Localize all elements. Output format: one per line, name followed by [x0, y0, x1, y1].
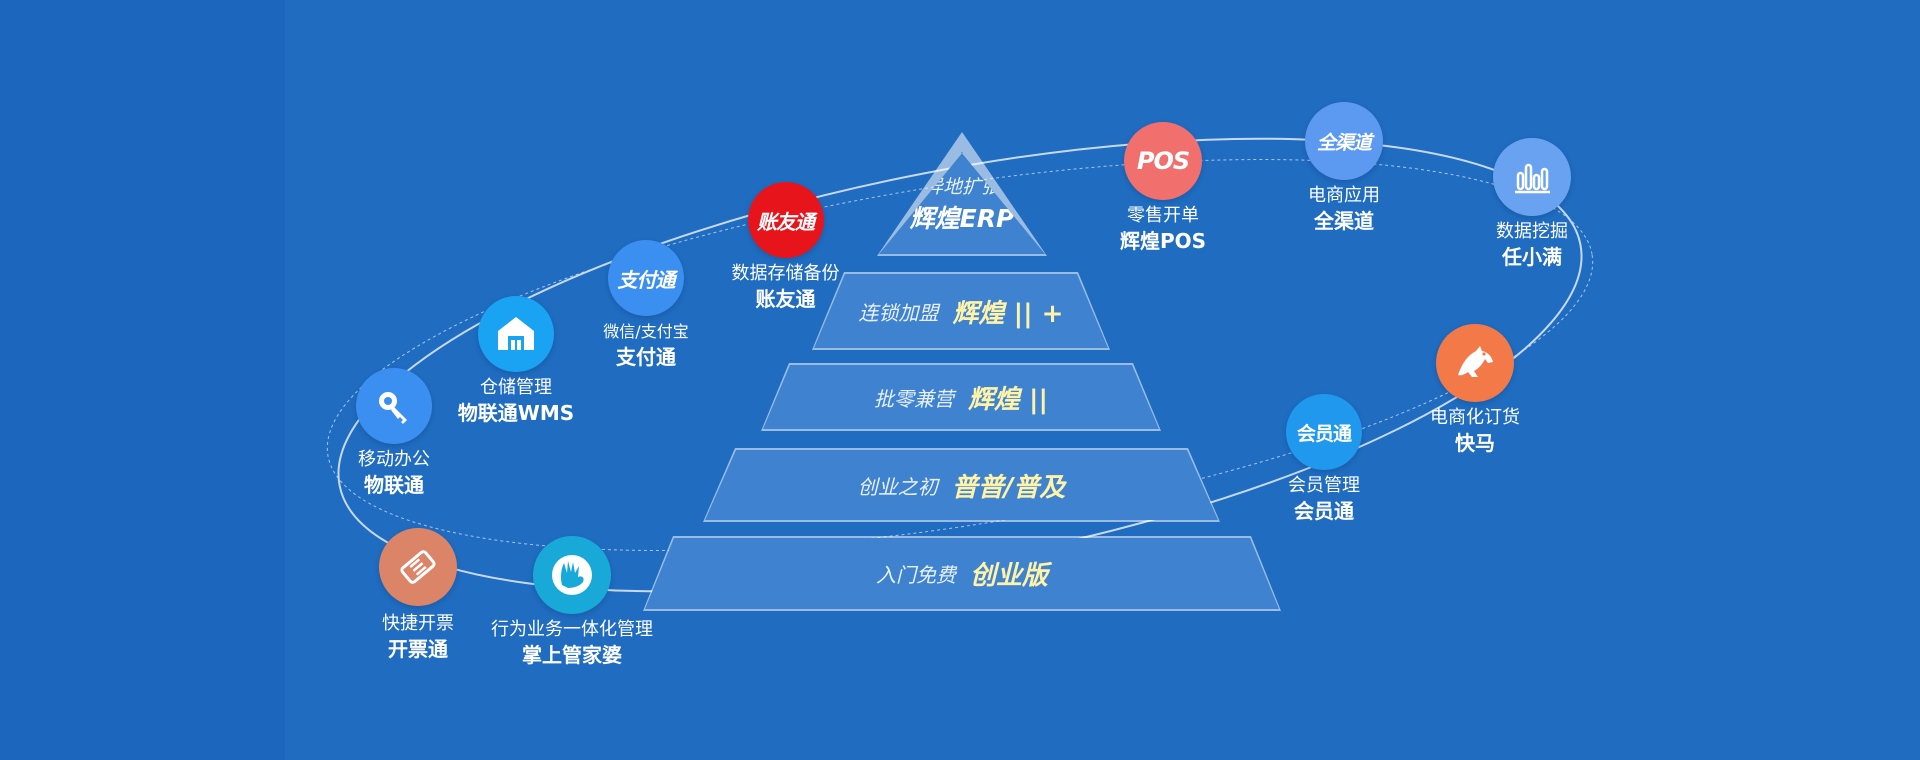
product-renxiaoman[interactable]: 数据挖掘 任小满 [1478, 138, 1586, 270]
pyramid-tier-3: 批零兼营 辉煌 || [761, 363, 1161, 431]
horse-icon [1436, 324, 1514, 402]
product-zhangshangguanjiapo[interactable]: 行为业务一体化管理 掌上管家婆 [482, 536, 662, 668]
kuaima-sub: 电商化订货 [1430, 407, 1520, 428]
quanqudao-logo: 全渠道 [1305, 102, 1383, 180]
huiyuantong-main: 会员通 [1294, 499, 1354, 523]
pyramid-tier-4: 创业之初 普普/普及 [703, 448, 1220, 522]
kaipiaotong-sub: 快捷开票 [382, 613, 454, 634]
tier-1-sub: 异地扩张 [923, 175, 1000, 198]
product-wuliantong[interactable]: 移动办公 物联通 [346, 368, 442, 498]
quanqudao-sub: 电商应用 [1308, 185, 1380, 206]
wuliantong-sub: 移动办公 [358, 449, 430, 470]
wuliantong-wms-sub: 仓储管理 [480, 377, 552, 398]
kaipiaotong-main: 开票通 [388, 637, 448, 661]
pyramid-tier-2: 连锁加盟 辉煌 || + [812, 272, 1110, 350]
zhangshangguanjiapo-main: 掌上管家婆 [522, 643, 622, 667]
tier-5-main: 创业版 [969, 561, 1048, 591]
zhangyoutong-main: 账友通 [755, 287, 816, 311]
renxiaoman-sub: 数据挖掘 [1496, 221, 1568, 242]
tier-5-sub: 入门免费 [875, 563, 956, 587]
zhifutong-main: 支付通 [616, 345, 676, 369]
zhangshangguanjiapo-sub: 行为业务一体化管理 [491, 619, 653, 640]
left-background-panel [0, 0, 285, 760]
tier-1-main: 辉煌ERP [909, 203, 1015, 233]
wuliantong-main: 物联通 [364, 473, 424, 497]
kuaima-main: 快马 [1455, 431, 1495, 455]
pos-logo: POS [1124, 122, 1202, 200]
warehouse-icon [478, 296, 554, 372]
tier-4-sub: 创业之初 [857, 474, 938, 499]
zhangyoutong-logo: 账友通 [747, 182, 824, 258]
renxiaoman-main: 任小满 [1502, 245, 1562, 269]
ticket-icon [379, 528, 457, 606]
product-zhifutong[interactable]: 支付通 微信/支付宝 支付通 [590, 240, 702, 370]
product-quanqudao[interactable]: 全渠道 电商应用 全渠道 [1290, 102, 1398, 234]
tier-2-sub: 连锁加盟 [858, 300, 939, 325]
huihuang-pos-main: 辉煌POS [1119, 229, 1207, 253]
product-kuaima[interactable]: 电商化订货 快马 [1420, 324, 1530, 456]
tier-2-main: 辉煌 || + [952, 298, 1064, 329]
huiyuantong-logo: 会员通 [1286, 394, 1362, 470]
huihuang-pos-sub: 零售开单 [1127, 205, 1199, 226]
zhifutong-sub: 微信/支付宝 [603, 322, 689, 341]
key-icon [356, 368, 432, 444]
zhifutong-logo: 支付通 [608, 240, 684, 316]
product-kaipiaotong[interactable]: 快捷开票 开票通 [370, 528, 466, 662]
tier-3-sub: 批零兼营 [873, 386, 954, 411]
tier-3-main: 辉煌 || [967, 384, 1049, 415]
product-huiyuantong[interactable]: 会员通 会员管理 会员通 [1274, 394, 1374, 524]
pyramid-tier-5: 入门免费 创业版 [643, 536, 1281, 611]
bar-chart-icon [1493, 138, 1571, 216]
zhangyoutong-sub: 数据存储备份 [731, 263, 840, 284]
huiyuantong-sub: 会员管理 [1288, 475, 1360, 496]
wuliantong-wms-main: 物联通WMS [457, 401, 575, 425]
product-wuliantong-wms[interactable]: 仓储管理 物联通WMS [450, 296, 582, 426]
product-huihuang-pos[interactable]: POS 零售开单 辉煌POS [1105, 122, 1221, 254]
hand-icon [533, 536, 611, 614]
quanqudao-main: 全渠道 [1314, 209, 1374, 233]
product-zhangyoutong[interactable]: 账友通 数据存储备份 账友通 [718, 182, 853, 312]
tier-4-main: 普普/普及 [951, 472, 1066, 503]
